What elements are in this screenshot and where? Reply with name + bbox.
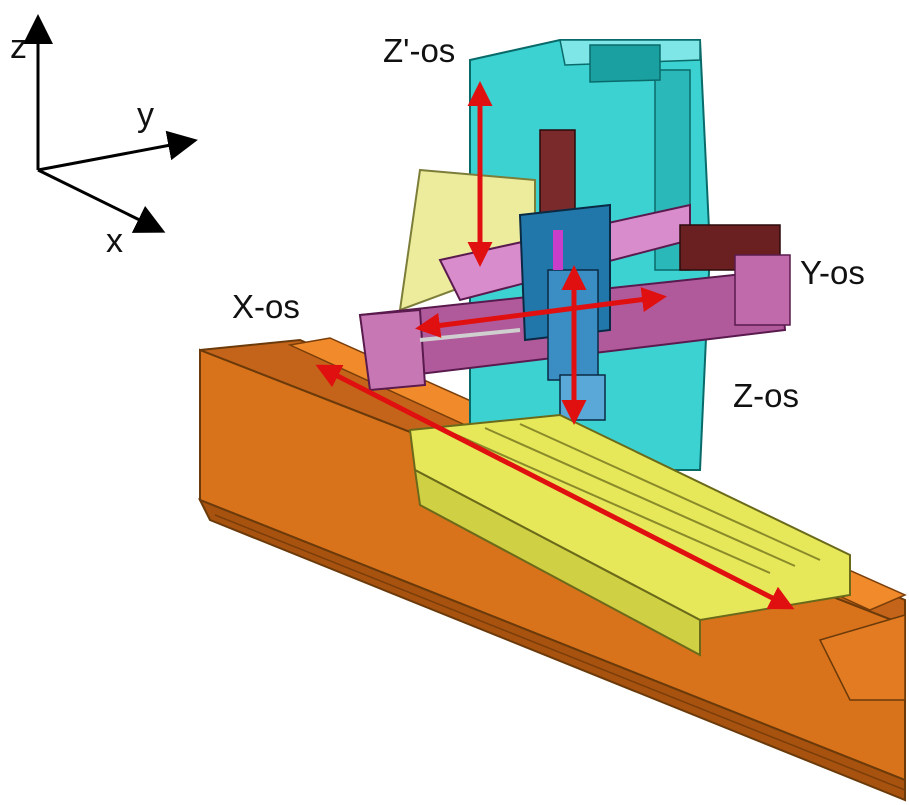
x-coordinate-label: x [106,222,123,260]
xyz-axes-icon [23,14,198,233]
y-coordinate-label: y [137,96,154,134]
z-axis-label: Z-os [733,377,799,414]
x-axis-line [37,168,166,233]
z-coordinate-label: z [10,28,27,66]
x-axis-label: X-os [232,288,300,325]
y-axis-line [37,130,198,172]
z-prime-axis-label: Z'-os [383,32,456,69]
y-axis-arrow [415,287,667,338]
x-axis-arrow [315,364,795,610]
y-axis-label: Y-os [800,254,865,291]
motion-arrows [315,81,795,610]
